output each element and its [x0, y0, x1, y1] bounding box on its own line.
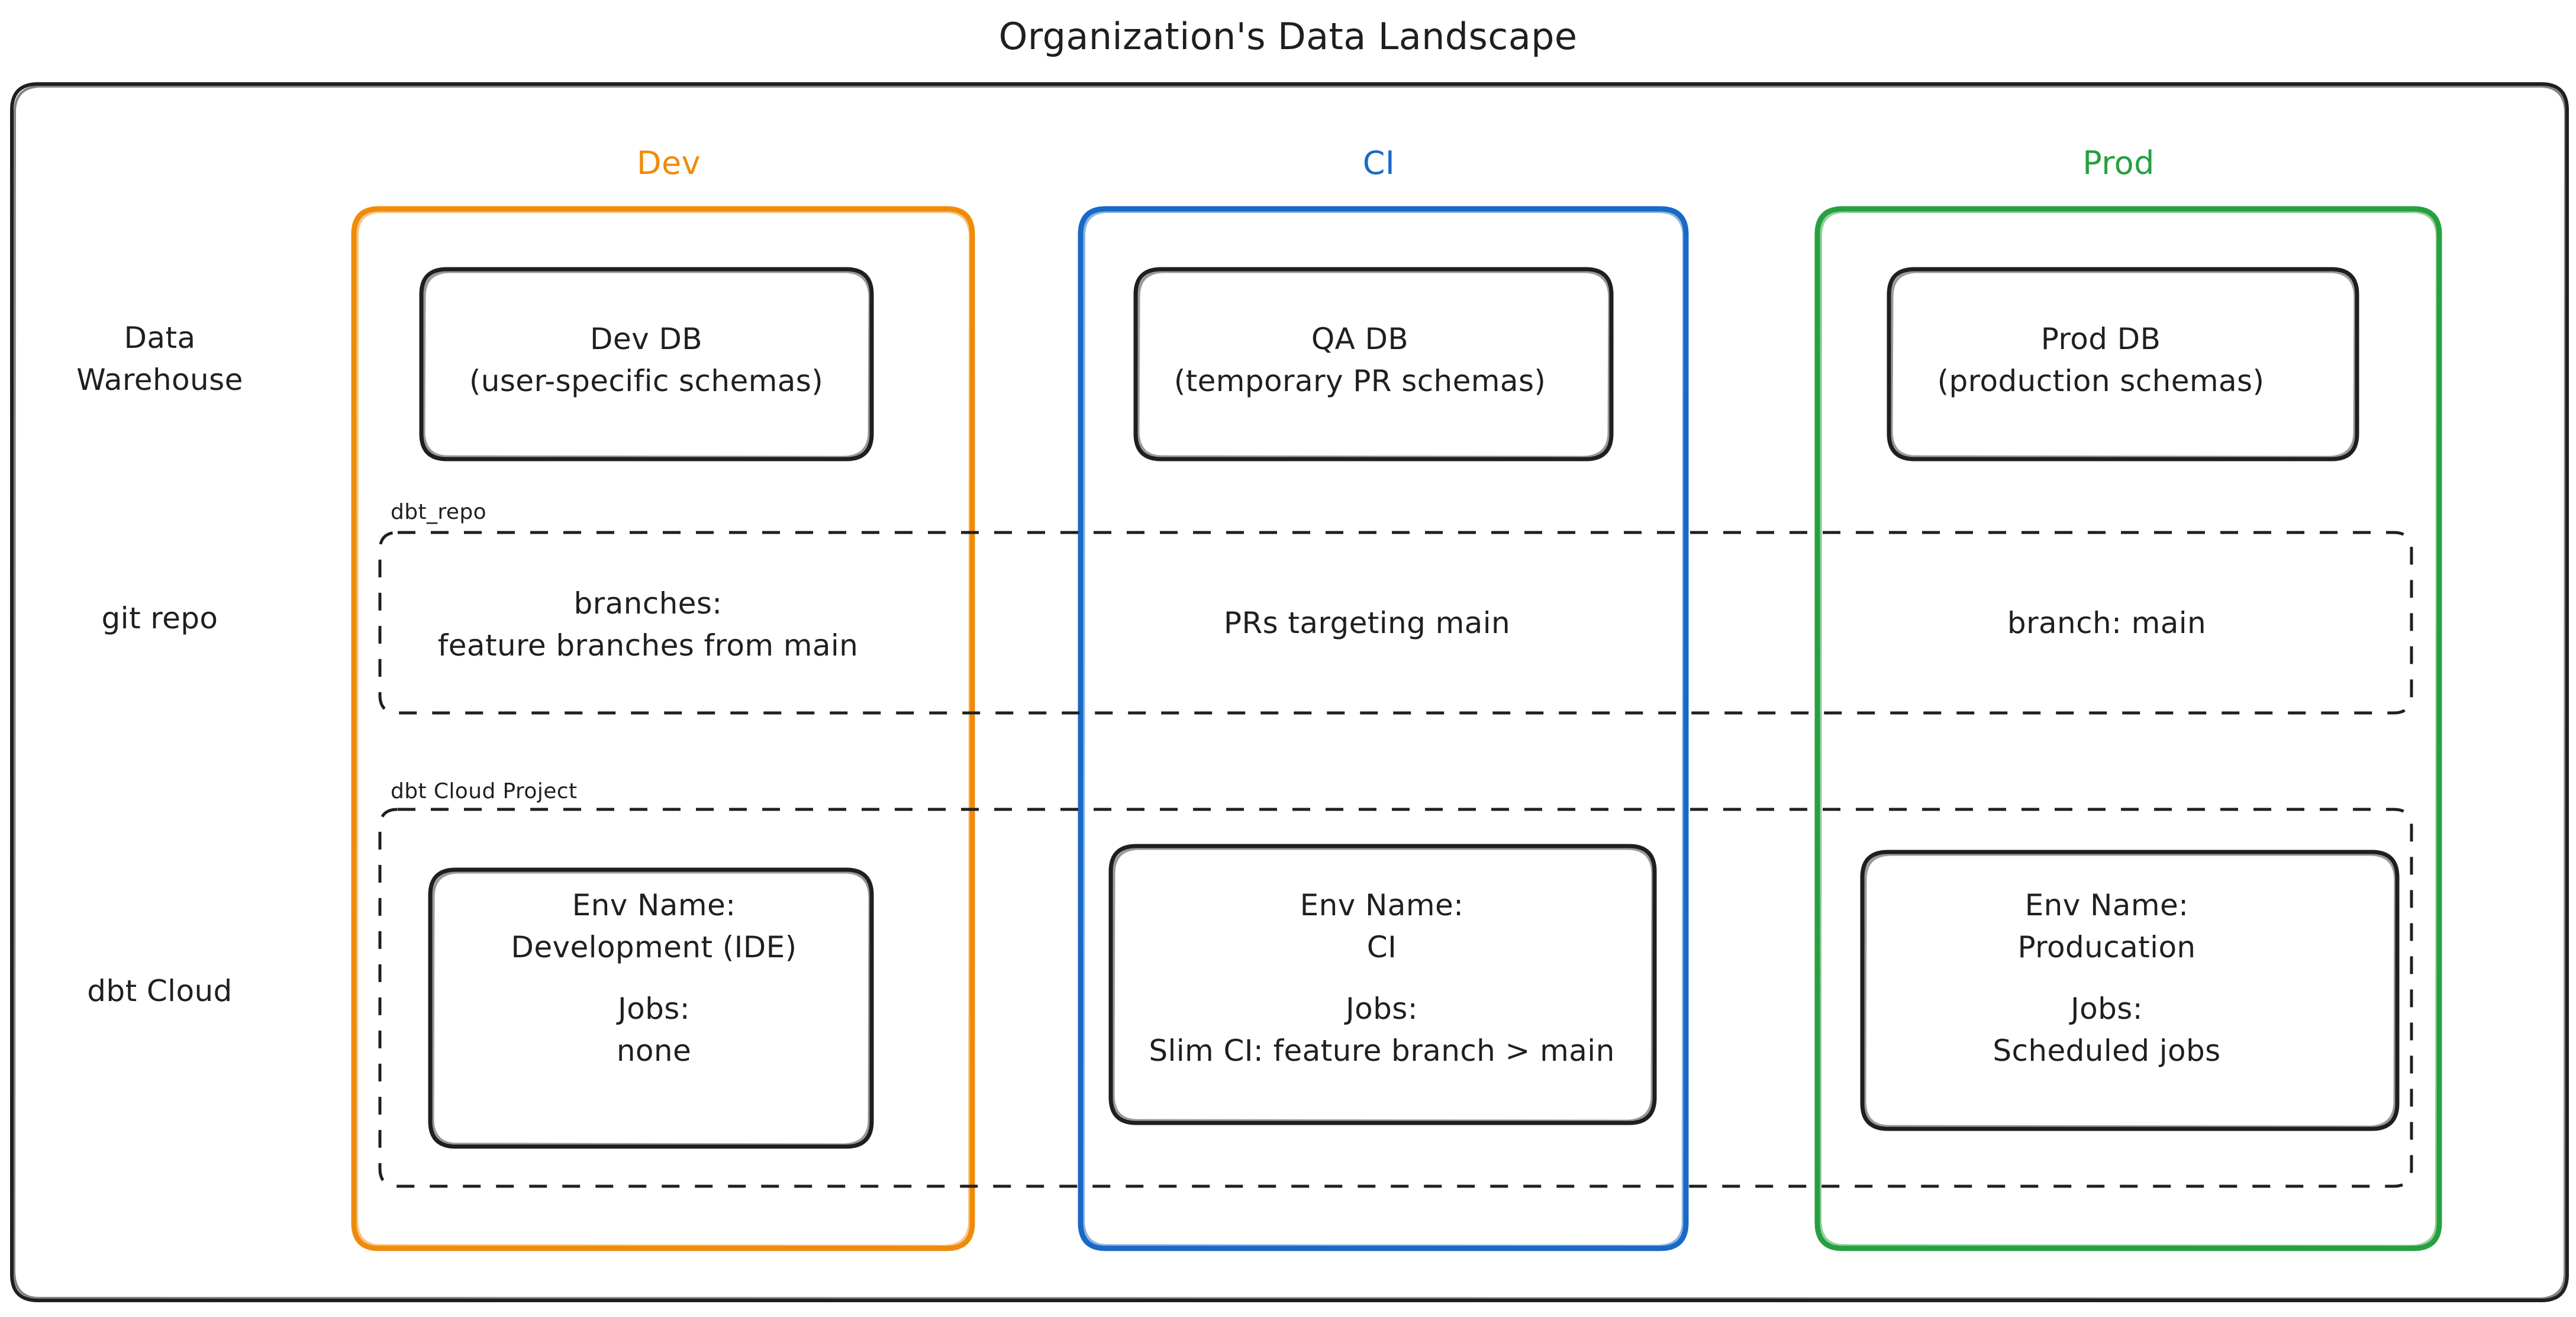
node-label-dev-db: Dev DB (user-specific schemas)	[469, 322, 824, 398]
node-label-dbt-ci: Env Name: CI Jobs: Slim CI: feature branc…	[1107, 885, 1657, 1072]
spacer	[426, 969, 882, 988]
spacer	[1107, 969, 1657, 988]
group-label-dbt-cloud-project: dbt Cloud Project	[391, 779, 578, 803]
column-header-prod: Prod	[2082, 144, 2155, 182]
node-label-qa-db: QA DB (temporary PR schemas)	[1173, 322, 1546, 398]
column-header-ci: CI	[1362, 144, 1395, 182]
row-label-git-repo: git repo	[101, 601, 218, 635]
dbt-prod-jobs-block: Jobs: Scheduled jobs	[1993, 992, 2221, 1068]
dbt-ci-env-block: Env Name: CI	[1300, 888, 1464, 964]
group-label-dbt-repo: dbt_repo	[391, 500, 487, 524]
node-label-git-prod: branch: main	[2007, 606, 2207, 640]
dbt-dev-env-block: Env Name: Development (IDE)	[511, 888, 797, 964]
dbt-ci-jobs-block: Jobs: Slim CI: feature branch > main	[1149, 992, 1615, 1068]
outer-frame	[10, 82, 2569, 1302]
row-label-data-warehouse: Data Warehouse	[76, 321, 243, 397]
row-label-dbt-cloud: dbt Cloud	[87, 974, 233, 1008]
page-title: Organization's Data Landscape	[998, 15, 1578, 58]
node-label-git-ci: PRs targeting main	[1223, 606, 1511, 640]
node-label-dbt-dev: Env Name: Development (IDE) Jobs: none	[426, 885, 882, 1072]
node-label-prod-db: Prod DB (production schemas)	[1937, 322, 2265, 398]
dbt-dev-jobs-block: Jobs: none	[616, 992, 692, 1068]
column-header-dev: Dev	[637, 144, 701, 182]
spacer	[1846, 969, 2367, 988]
dbt-prod-env-block: Env Name: Producation	[2017, 888, 2196, 964]
node-label-git-dev: branches: feature branches from main	[437, 586, 859, 663]
